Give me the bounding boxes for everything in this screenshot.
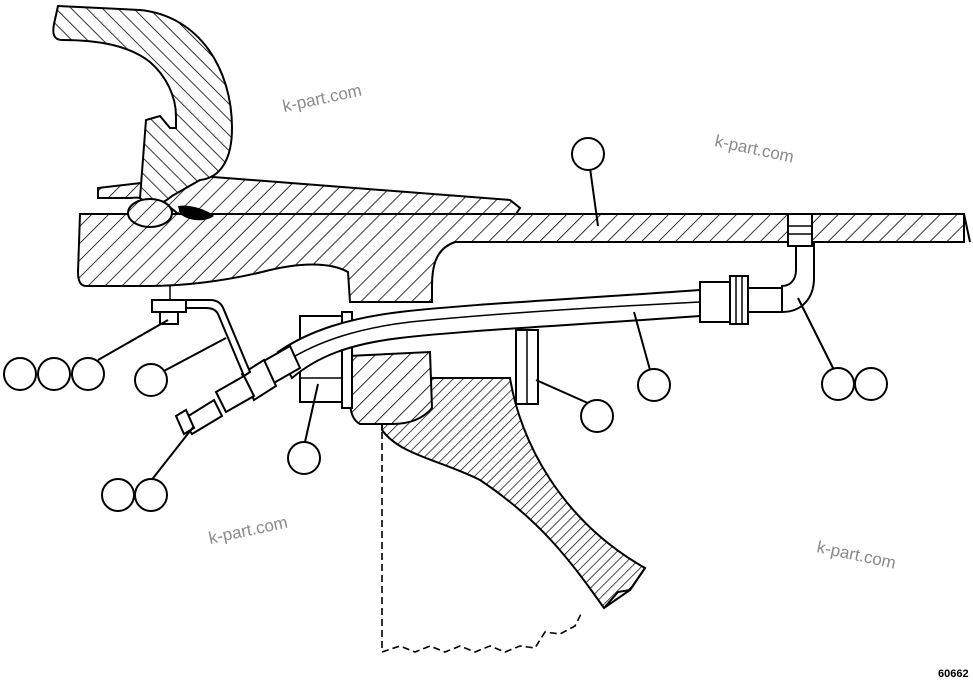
weld-bead — [178, 205, 214, 221]
callout-balloon-clamp[interactable] — [580, 399, 614, 433]
watermark-text: k-part.com — [207, 513, 289, 548]
callout-balloon-fitting-2[interactable] — [134, 478, 168, 512]
hose-nut-right — [729, 275, 749, 325]
callout-balloon-elbow-2[interactable] — [854, 367, 888, 401]
mounting-block-section — [346, 350, 434, 425]
frame-plate-section — [76, 213, 965, 303]
housing-phantom-outline — [381, 432, 583, 654]
lower-housing-section — [381, 377, 647, 610]
lock-pin — [127, 198, 173, 228]
watermark-text: k-part.com — [281, 81, 363, 116]
callout-balloon-hose[interactable] — [637, 368, 671, 402]
callout-balloon-bolt[interactable] — [287, 441, 321, 475]
bracket-screw — [151, 299, 187, 313]
leader-lines — [97, 167, 835, 483]
callout-balloon-fitting-1[interactable] — [101, 478, 135, 512]
grease-fitting-body — [214, 374, 256, 414]
latch-hook-section — [52, 4, 234, 206]
callout-balloon-frame[interactable] — [571, 137, 605, 171]
hose-adapter-right — [747, 287, 783, 313]
frame-plate-end — [963, 213, 971, 243]
watermark-text: k-part.com — [815, 537, 897, 572]
callout-balloon-bracket[interactable] — [134, 363, 168, 397]
callout-balloon-elbow-1[interactable] — [821, 367, 855, 401]
bolt-washer — [341, 311, 353, 409]
elbow-fitting — [781, 243, 815, 314]
housing-broken-edge — [603, 567, 646, 609]
grease-fitting-tip — [174, 408, 196, 436]
hose-bracket — [159, 299, 252, 378]
hose-ferrule-right — [699, 281, 731, 323]
callout-balloon-screw-2[interactable] — [37, 357, 71, 391]
callout-balloon-screw-3[interactable] — [71, 357, 105, 391]
callout-balloon-screw-1[interactable] — [3, 357, 37, 391]
elbow-nipple — [787, 213, 813, 247]
watermark-text: k-part.com — [713, 131, 795, 166]
figure-number: 60662 — [938, 668, 969, 680]
